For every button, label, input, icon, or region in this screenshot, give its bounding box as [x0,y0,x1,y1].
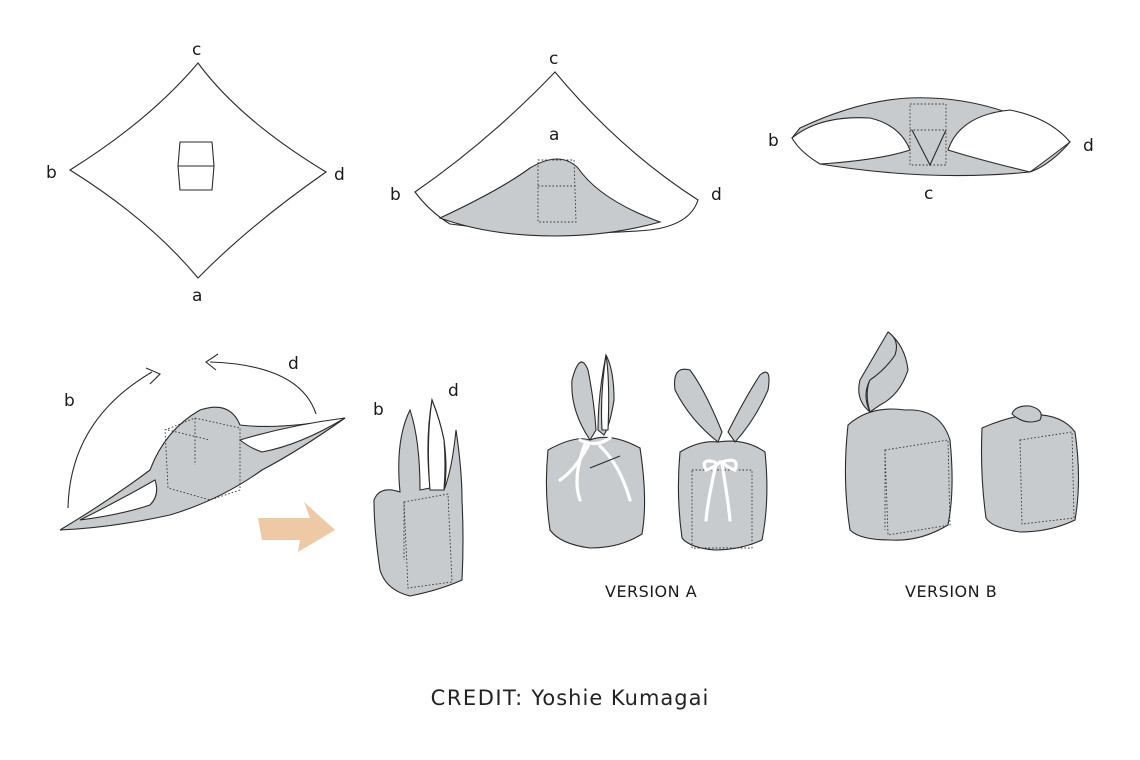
label-b: b [46,163,57,183]
step-1-flat-cloth: c b d a [46,40,345,306]
version-b-illustrations: VERSION B [844,331,1080,601]
label-d: d [711,185,722,205]
version-b-bag-1 [844,331,953,541]
label-d: d [334,165,345,185]
version-b-bag-2 [980,405,1080,533]
label-a: a [192,286,202,306]
label-c: c [192,40,201,60]
version-b-label: VERSION B [905,582,997,601]
next-step-arrow [258,502,335,552]
label-b: b [390,185,401,205]
version-a-bag-1 [545,353,646,549]
step-3-fold-c: b d c [768,97,1094,204]
label-b: b [64,391,75,411]
label-c: c [549,49,558,69]
label-d: d [288,354,299,374]
version-a-illustrations: VERSION A [545,353,770,601]
credit-line: CREDIT: Yoshie Kumagai [0,686,1140,710]
credit-label: CREDIT: [430,686,524,710]
credit-name: Yoshie Kumagai [531,686,710,710]
label-a: a [549,125,559,145]
step-4-fold-b-d: b d [59,353,346,531]
label-d: d [448,381,459,401]
label-b: b [373,400,384,420]
label-b: b [768,131,779,151]
version-a-label: VERSION A [605,582,697,601]
version-a-bag-2 [674,368,770,551]
step-2-fold-a: c a b d [390,49,722,237]
label-c: c [924,184,933,204]
step-5-upright: b d [373,381,464,597]
label-d: d [1083,136,1094,156]
